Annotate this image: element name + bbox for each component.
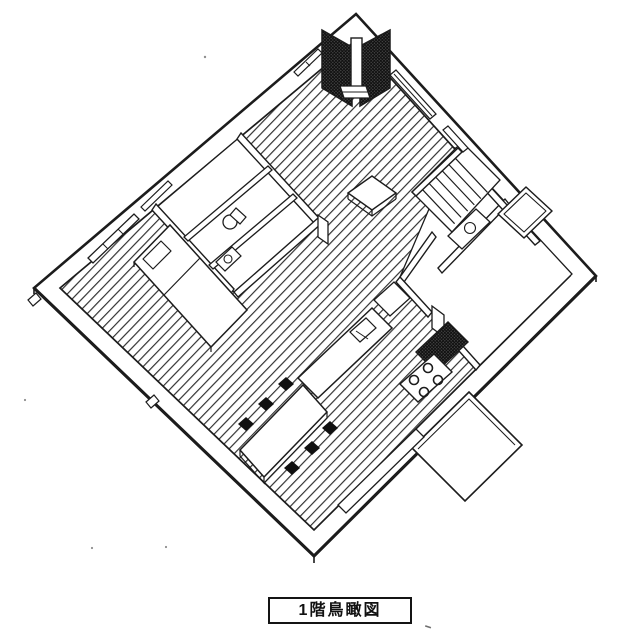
living-table — [346, 175, 398, 217]
wall-vent-sw — [145, 394, 160, 409]
stair-railing — [410, 146, 464, 198]
wall-divider-1 — [183, 165, 273, 242]
kitchen-cart — [373, 281, 411, 317]
pillow — [142, 240, 172, 270]
vanity — [447, 208, 491, 250]
wall-right-wing-se-a — [395, 275, 433, 319]
dining-chairs — [238, 377, 338, 475]
high-window-ne — [389, 69, 437, 120]
staircase — [410, 141, 501, 233]
entrance-door — [350, 37, 363, 91]
wall-corner-ticks — [33, 276, 597, 563]
bed — [132, 223, 249, 352]
scan-specks — [23, 55, 432, 629]
door-slab-corridor — [317, 213, 329, 246]
kitchen — [296, 281, 470, 403]
windows — [87, 48, 469, 264]
stove — [398, 353, 454, 403]
bedroom-window-1 — [87, 213, 140, 264]
bedroom — [132, 223, 249, 352]
stove-burners — [408, 362, 444, 398]
wall-vent-left — [27, 292, 42, 307]
deck-platform — [410, 390, 524, 503]
sink — [349, 317, 377, 343]
engawa-step — [337, 428, 425, 514]
entrance — [321, 28, 391, 108]
caption-box: 1階鳥瞰図 — [268, 597, 412, 624]
small-window-ne — [442, 125, 469, 153]
washbasin — [215, 246, 242, 272]
stair-steps — [422, 157, 488, 225]
dining-set — [238, 377, 338, 485]
bathtub — [497, 186, 553, 239]
bedroom-window-2 — [140, 180, 173, 212]
window-nw-upper — [293, 48, 323, 77]
kitchen-island — [296, 281, 411, 400]
exterior — [27, 292, 524, 514]
caption-label: 1階鳥瞰図 — [298, 601, 382, 619]
toilet — [222, 207, 247, 230]
